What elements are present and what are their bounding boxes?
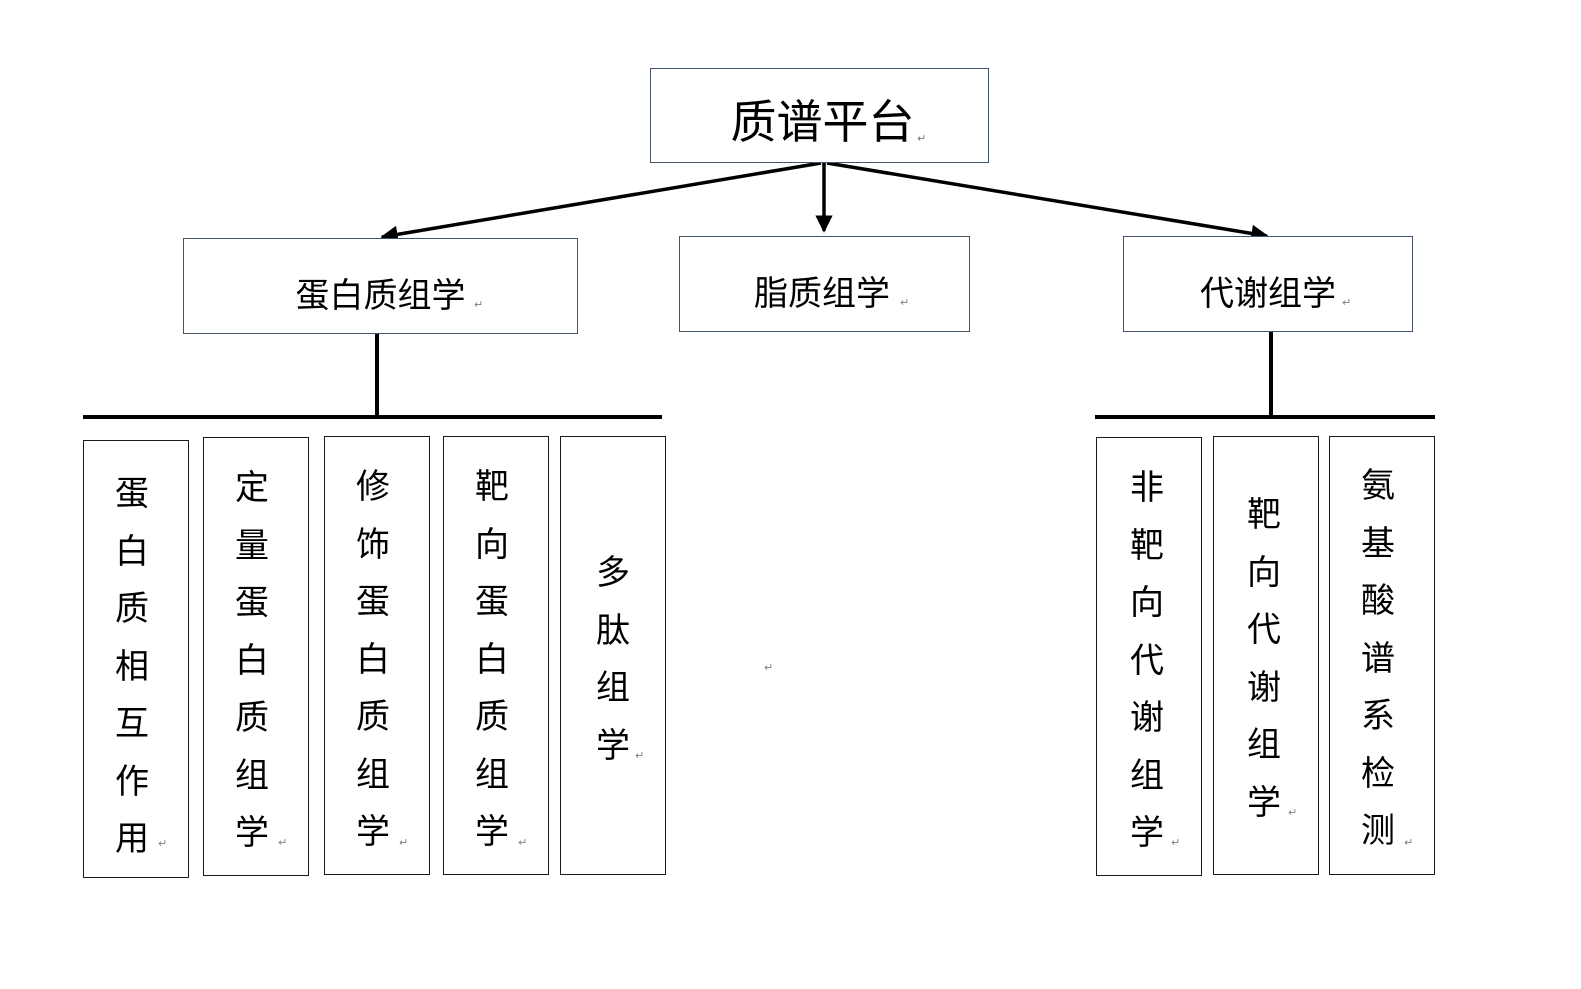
leaf-node-quantitative-proteomics: 定 量 蛋 白 质 组 学 ↵ [203,437,309,876]
paragraph-mark-icon: ↵ [900,296,910,309]
paragraph-mark-icon: ↵ [1404,836,1414,849]
leaf-label: 非 靶 向 代 谢 组 学 [1130,468,1164,853]
paragraph-mark-icon: ↵ [474,298,484,311]
arrow-to-proteomics [380,161,822,244]
branch-node-lipidomics: 脂质组学 ↵ [679,236,970,332]
leaf-label: 氨 基 酸 谱 系 检 测 [1361,466,1395,851]
branch-label-proteomics: 蛋白质组学 [295,276,466,316]
leaf-node-amino-acid-profiling: 氨 基 酸 谱 系 检 测 ↵ [1329,436,1435,875]
branch-label-metabolomics: 代谢组学 [1200,274,1336,314]
paragraph-mark-icon: ↵ [917,132,927,145]
paragraph-mark-icon: ↵ [635,749,645,762]
paragraph-mark-icon: ↵ [1342,296,1352,309]
paragraph-mark-icon: ↵ [278,836,288,849]
leaf-node-protein-interaction: 蛋 白 质 相 互 作 用 ↵ [83,440,189,878]
leaf-node-modification-proteomics: 修 饰 蛋 白 质 组 学 ↵ [324,436,430,875]
leaf-label: 蛋 白 质 相 互 作 用 [115,474,149,859]
leaf-node-targeted-metabolomics: 靶 向 代 谢 组 学 ↵ [1213,436,1319,875]
leaf-node-peptidomics: 多 肽 组 学 ↵ [560,436,666,875]
branch-label-lipidomics: 脂质组学 [754,274,890,314]
paragraph-mark-icon: ↵ [1288,806,1298,819]
root-label: 质谱平台 [730,95,915,149]
leaf-node-untargeted-metabolomics: 非 靶 向 代 谢 组 学 ↵ [1096,437,1202,876]
arrow-to-metabolomics [826,161,1269,243]
paragraph-mark-icon: ↵ [399,836,409,849]
paragraph-mark-icon: ↵ [158,837,168,850]
root-node: 质谱平台 ↵ [650,68,989,163]
leaf-label: 靶 向 代 谢 组 学 [1247,495,1281,823]
paragraph-mark-icon: ↵ [764,661,774,674]
branch-node-proteomics: 蛋白质组学 ↵ [183,238,578,334]
leaf-label: 定 量 蛋 白 质 组 学 [235,468,269,853]
leaf-label: 多 肽 组 学 [596,553,630,766]
paragraph-mark-icon: ↵ [1171,836,1181,849]
paragraph-mark-icon: ↵ [518,836,528,849]
leaf-label: 修 饰 蛋 白 质 组 学 [356,467,390,852]
leaf-label: 靶 向 蛋 白 质 组 学 [475,467,509,852]
branch-node-metabolomics: 代谢组学 ↵ [1123,236,1413,332]
leaf-node-targeted-proteomics: 靶 向 蛋 白 质 组 学 ↵ [443,436,549,875]
